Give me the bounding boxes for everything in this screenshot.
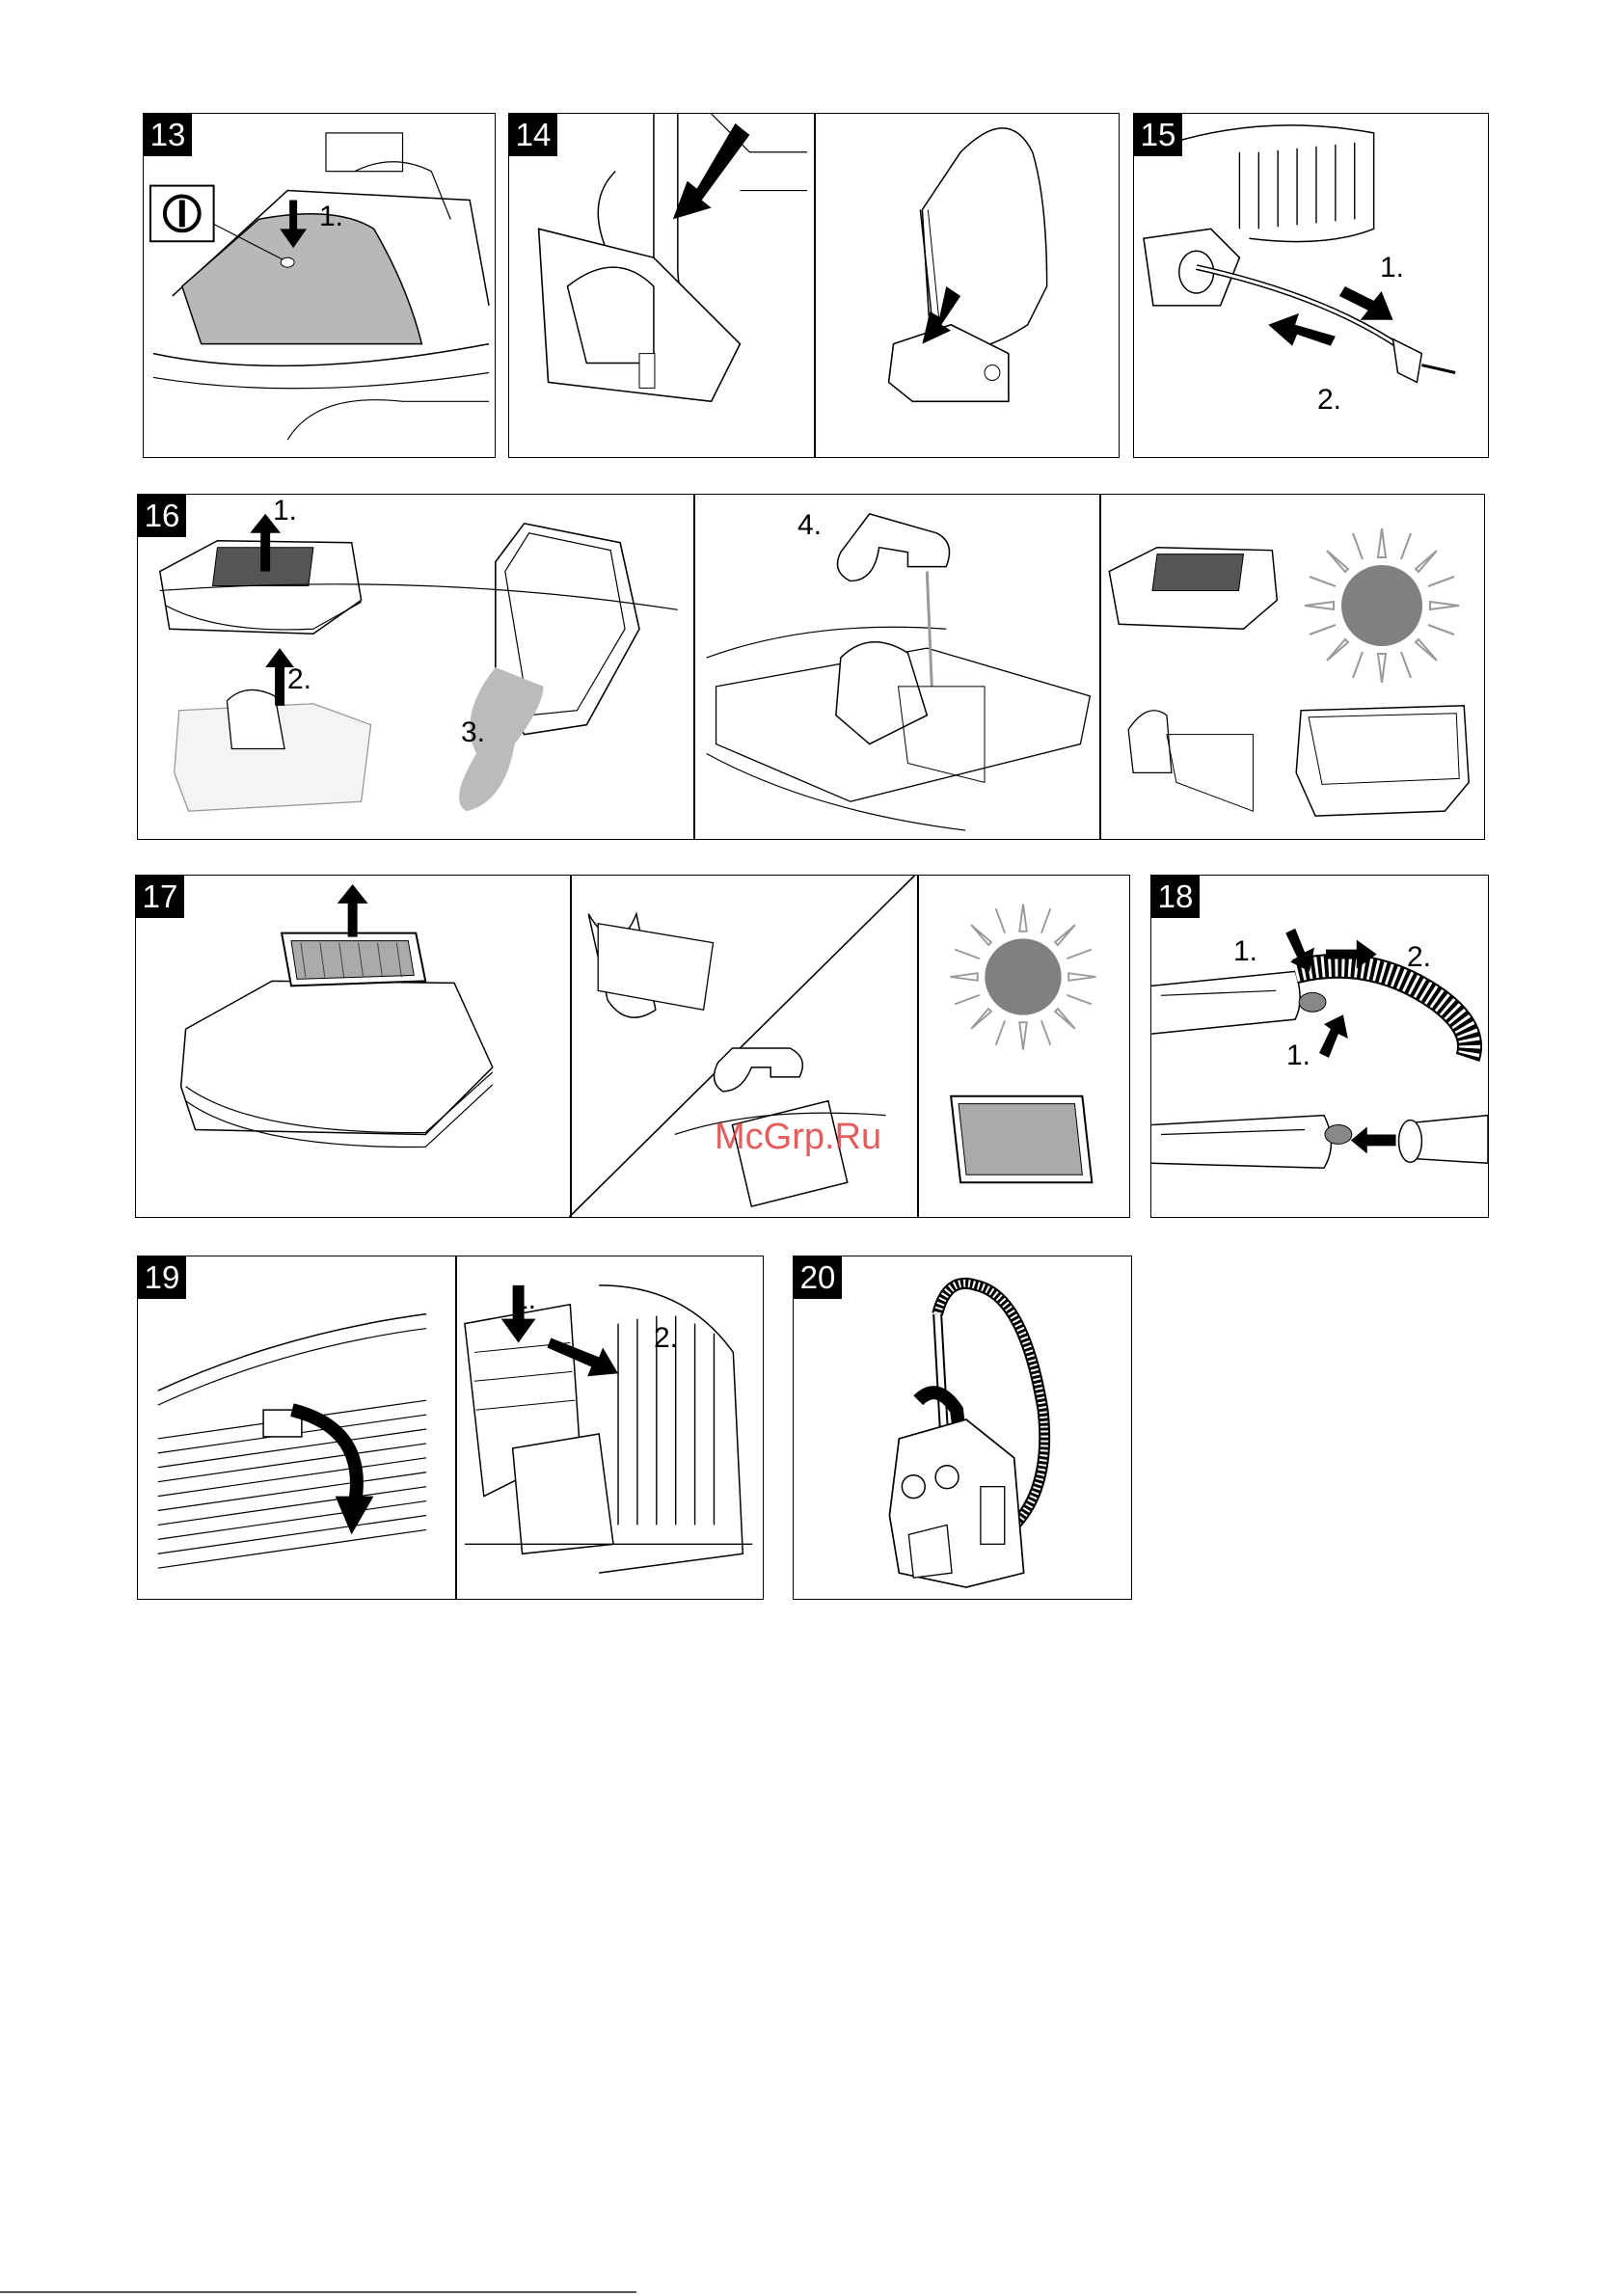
figure-14: 14	[508, 113, 1120, 458]
illustration-power-button	[144, 114, 495, 457]
figure-number: 18	[1151, 876, 1200, 918]
illustration-clean-dust-container	[138, 495, 1484, 839]
illustration-unplug-cord	[1134, 114, 1488, 457]
figure-number: 13	[144, 114, 192, 156]
step-label: 3.	[461, 716, 485, 749]
figure-20: 20	[793, 1256, 1132, 1600]
figure-number: 14	[509, 114, 557, 156]
figure-number: 17	[136, 876, 184, 918]
footer-rule	[0, 2291, 636, 2293]
figure-13: 13 1.	[143, 113, 496, 458]
step-label: 2.	[1317, 384, 1341, 417]
step-label: 4.	[797, 509, 822, 542]
step-label: 2.	[1407, 941, 1431, 974]
illustration-detach-hose	[1151, 876, 1488, 1217]
step-label: 2.	[654, 1322, 678, 1355]
figure-number: 20	[794, 1256, 842, 1299]
sun-icon	[941, 895, 1105, 1059]
step-label: 1.	[273, 495, 297, 527]
step-label: 1.	[1286, 1040, 1310, 1072]
watermark: McGrp.Ru	[715, 1117, 881, 1158]
step-label: 1.	[1380, 252, 1404, 284]
figure-15: 15 1. 2.	[1133, 113, 1489, 458]
sun-icon	[1295, 519, 1469, 692]
figure-17: 17 McGrp.Ru	[135, 875, 1130, 1218]
figure-number: 15	[1134, 114, 1182, 156]
illustration-open-cover	[138, 1256, 763, 1599]
step-label: 2.	[287, 663, 311, 696]
figure-number: 16	[138, 495, 186, 537]
figure-number: 19	[138, 1256, 186, 1299]
step-label: 1.	[512, 1283, 536, 1316]
figure-16: 16	[137, 494, 1485, 840]
figure-19: 19 1. 2.	[137, 1256, 764, 1600]
illustration-parked-vacuum	[794, 1256, 1131, 1599]
illustration-attach-nozzle	[509, 114, 1119, 457]
step-label: 1.	[319, 201, 343, 233]
figure-18: 18 1. 2. 1.	[1150, 875, 1489, 1218]
step-label: 1.	[1233, 935, 1257, 968]
